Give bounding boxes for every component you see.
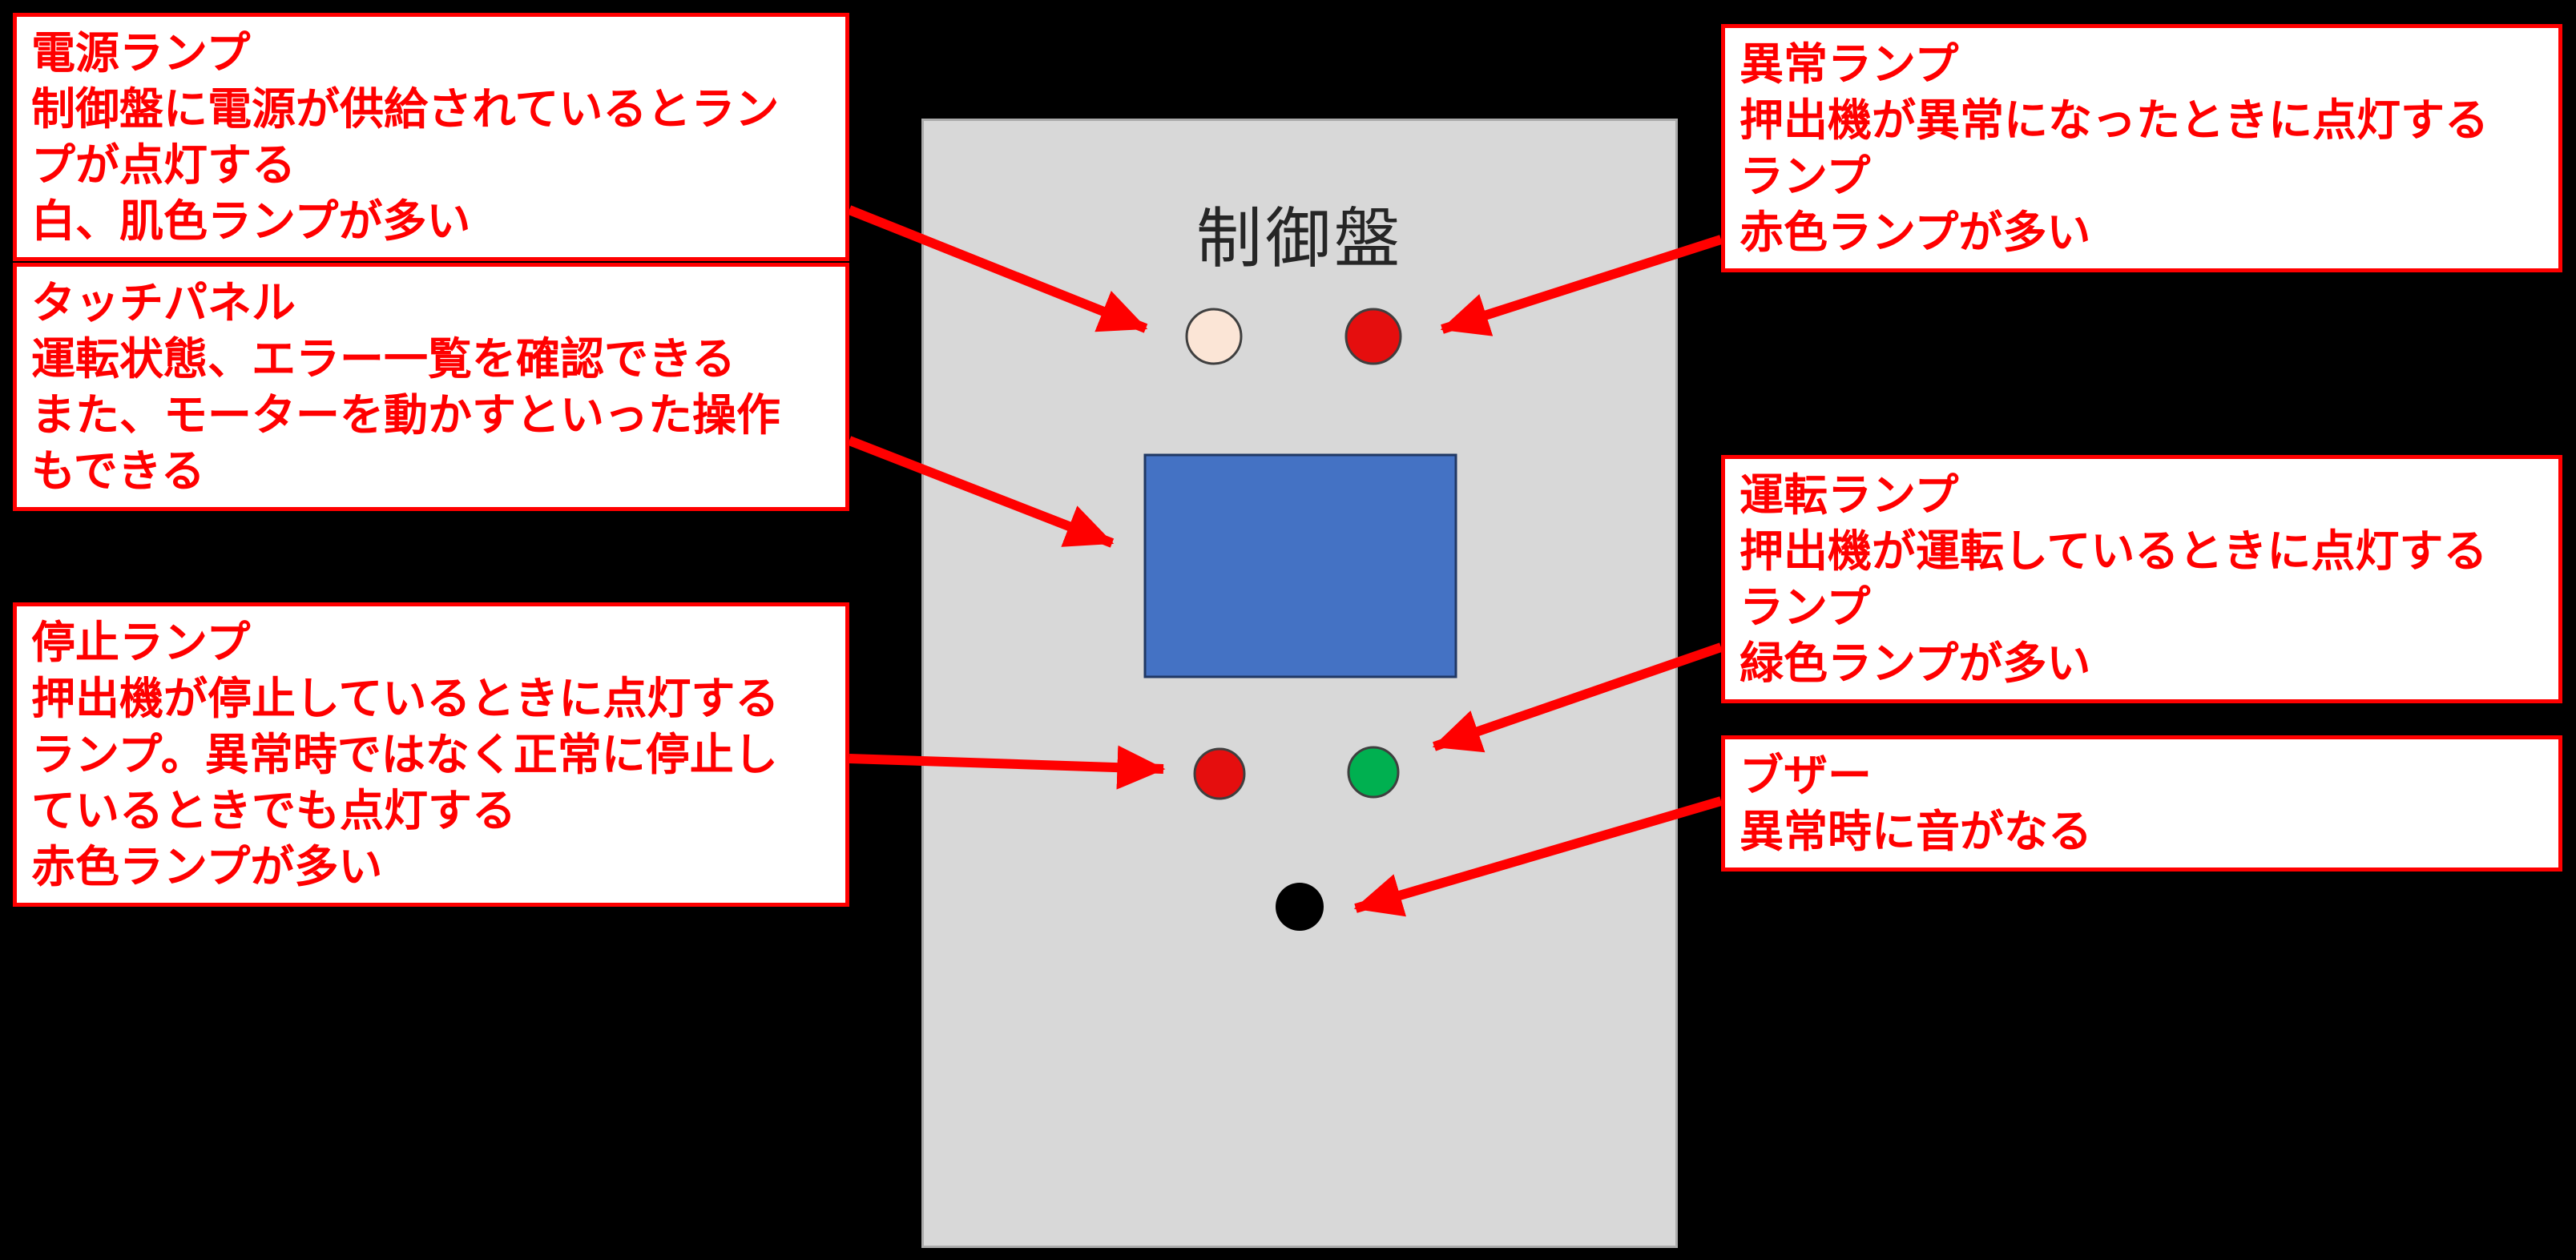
callout-power-lamp-line: 制御盤に電源が供給されているとラン (31, 84, 780, 134)
callout-buzzer: ブザー 異常時に音がなる (1721, 735, 2562, 872)
callout-power-lamp: 電源ランプ 制御盤に電源が供給されているとラン プが点灯する 白、肌色ランプが多… (13, 13, 849, 261)
callout-touch-panel-line: 運転状態、エラー一覧を確認できる (31, 334, 736, 384)
callout-run-lamp-line: 緑色ランプが多い (1740, 638, 2091, 688)
callout-stop-lamp-line: 押出機が停止しているときに点灯する (31, 674, 780, 723)
callout-touch-panel-line: もできる (31, 446, 205, 496)
callout-run-lamp: 運転ランプ 押出機が運転しているときに点灯する ランプ 緑色ランプが多い (1721, 455, 2562, 703)
callout-stop-lamp-title: 停止ランプ (31, 618, 251, 667)
callout-buzzer-line: 異常時に音がなる (1740, 807, 2093, 856)
callout-buzzer-title: ブザー (1740, 751, 1873, 800)
callout-stop-lamp-line: ているときでも点灯する (31, 786, 517, 835)
callout-touch-panel: タッチパネル 運転状態、エラー一覧を確認できる また、モーターを動かすといった操… (13, 263, 849, 511)
control-panel: 制御盤 (921, 119, 1678, 1248)
callout-power-lamp-title: 電源ランプ (31, 28, 251, 78)
callout-touch-panel-line: また、モーターを動かすといった操作 (31, 390, 781, 440)
panel-title: 制御盤 (1195, 203, 1403, 276)
callout-alarm-lamp-title: 異常ランプ (1740, 39, 1959, 89)
callout-alarm-lamp-line: ランプ (1740, 151, 1871, 201)
callout-stop-lamp: 停止ランプ 押出機が停止しているときに点灯する ランプ。異常時ではなく正常に停止… (13, 602, 849, 907)
callout-run-lamp-line: 押出機が運転しているときに点灯する (1740, 526, 2488, 576)
callout-alarm-lamp-line: 押出機が異常になったときに点灯する (1740, 95, 2489, 145)
callout-stop-lamp-line: 赤色ランプが多い (31, 842, 383, 892)
callout-run-lamp-line: ランプ (1740, 582, 1871, 632)
callout-run-lamp-title: 運転ランプ (1740, 470, 1959, 520)
callout-stop-lamp-line: ランプ。異常時ではなく正常に停止し (31, 730, 778, 779)
callout-touch-panel-title: タッチパネル (31, 278, 296, 328)
callout-power-lamp-line: プが点灯する (31, 140, 296, 190)
callout-alarm-lamp: 異常ランプ 押出機が異常になったときに点灯する ランプ 赤色ランプが多い (1721, 24, 2562, 272)
callout-power-lamp-line: 白、肌色ランプが多い (31, 196, 471, 246)
callout-alarm-lamp-line: 赤色ランプが多い (1740, 207, 2091, 257)
